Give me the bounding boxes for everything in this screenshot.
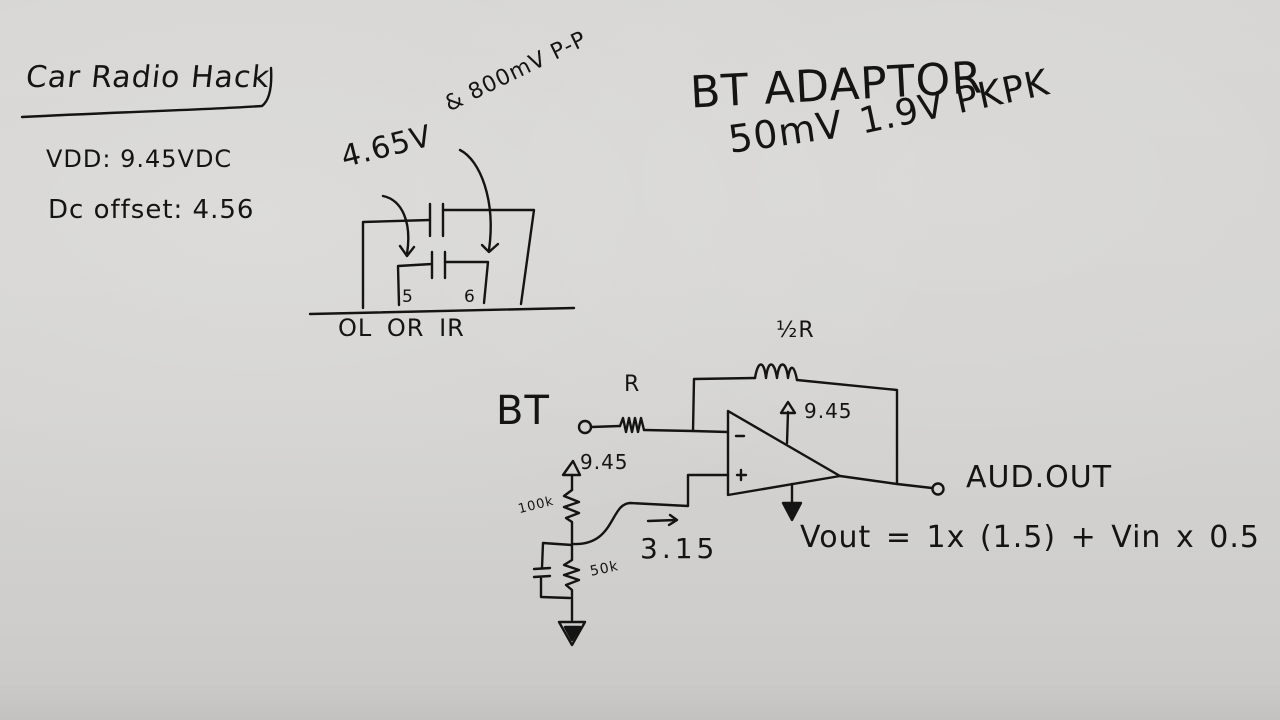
audio-output-label: AUD.OUT (966, 460, 1113, 495)
pin-5-label: 5 (402, 287, 414, 307)
vdd-note: VDD: 9.45VDC (46, 145, 233, 173)
bt-input-label: BT (496, 388, 550, 434)
input-resistor-label: R (624, 372, 641, 397)
opamp-circuit (532, 363, 945, 647)
opamp-supply-label: 9.45 (804, 399, 853, 423)
dc-offset-note: Dc offset: 4.56 (48, 195, 255, 225)
bias-voltage-label: 3.15 (640, 532, 719, 565)
gain-formula: Vout = 1x (1.5) + Vin x 0.5 (800, 520, 1260, 555)
whiteboard-bottom-edge (0, 686, 1280, 720)
opamp-symbol (726, 409, 842, 497)
feedback-resistor-label: ½R (776, 318, 815, 343)
board-title: Car Radio Hack (24, 60, 272, 95)
connector-sketch (308, 148, 576, 316)
title-underline (20, 66, 273, 119)
pin-6-label: 6 (464, 287, 476, 307)
connector-pin-labels: OL OR IR (338, 314, 465, 342)
divider-supply-label: 9.45 (580, 450, 629, 474)
